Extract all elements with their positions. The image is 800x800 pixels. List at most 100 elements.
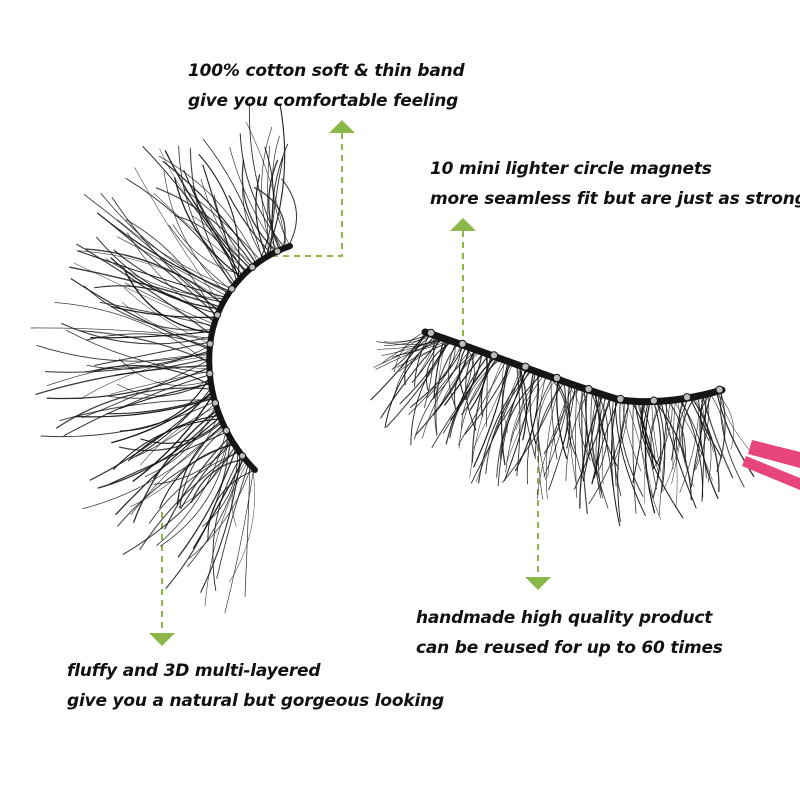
lash-fiber bbox=[610, 398, 621, 527]
magnet bbox=[273, 247, 282, 255]
handmade-caption-line2: can be reused for up to 60 times bbox=[416, 638, 723, 658]
lash-fiber bbox=[76, 250, 225, 301]
lash-fiber bbox=[213, 194, 253, 268]
lash-fiber bbox=[410, 340, 452, 446]
lash-fiber bbox=[75, 397, 215, 418]
lash-fiber bbox=[701, 393, 707, 502]
lash-fiber bbox=[384, 335, 436, 429]
lash-fiber bbox=[547, 384, 574, 478]
lash-fiber bbox=[567, 386, 580, 456]
lash-fiber bbox=[691, 396, 720, 493]
magnet bbox=[715, 385, 724, 394]
band-arrow-up bbox=[329, 120, 355, 133]
lash-fiber bbox=[695, 393, 710, 470]
lash-fiber bbox=[192, 215, 250, 270]
lash-fiber bbox=[126, 232, 216, 322]
handmade-arrow-down bbox=[525, 577, 551, 590]
band-connector bbox=[272, 133, 343, 257]
lash-fiber bbox=[177, 446, 238, 558]
magnet bbox=[584, 384, 593, 394]
lash-fiber bbox=[203, 139, 263, 261]
lash-fiber bbox=[480, 357, 499, 417]
lash-fiber bbox=[66, 329, 211, 374]
lash-fiber bbox=[658, 400, 671, 516]
lash-fiber bbox=[426, 341, 454, 391]
magnets-arrow-up bbox=[450, 218, 476, 231]
lash-fiber bbox=[139, 406, 217, 466]
lash-fiber bbox=[190, 458, 246, 504]
lash-fiber bbox=[123, 267, 213, 334]
lash-fiber bbox=[506, 375, 548, 463]
lash-fiber bbox=[550, 376, 558, 460]
lash-fiber bbox=[663, 399, 681, 491]
lash-fiber bbox=[176, 424, 225, 505]
lash-fiber bbox=[718, 390, 754, 455]
lash-fiber bbox=[393, 331, 426, 372]
lash-fiber bbox=[619, 399, 644, 497]
lash-fiber bbox=[110, 257, 221, 310]
lash-fiber bbox=[656, 400, 667, 478]
lash-fiber bbox=[486, 353, 488, 427]
lash-fiber bbox=[264, 103, 286, 259]
lash-fiber bbox=[529, 370, 537, 445]
lash-fiber bbox=[261, 126, 274, 254]
lash-fiber bbox=[92, 365, 212, 387]
connectors bbox=[161, 133, 539, 633]
magnets-caption: 10 mini lighter circle magnets more seam… bbox=[430, 154, 800, 214]
lash-fiber bbox=[464, 362, 512, 435]
lash-fiber bbox=[617, 400, 631, 522]
lash-fiber bbox=[73, 262, 214, 328]
lash-fiber bbox=[200, 452, 242, 593]
lash-fiber bbox=[212, 454, 243, 592]
magnet bbox=[649, 396, 658, 405]
lash-fiber bbox=[678, 399, 707, 479]
lash-fiber bbox=[565, 389, 590, 482]
lash-fiber bbox=[96, 236, 219, 315]
lash-fiber bbox=[158, 155, 259, 264]
lash-fiber bbox=[85, 248, 224, 305]
tweezer-tip-upper bbox=[748, 440, 800, 468]
lash-fiber bbox=[478, 368, 530, 484]
lash-fiber bbox=[461, 358, 502, 429]
magnet bbox=[521, 362, 530, 371]
lash-fiber bbox=[579, 394, 604, 509]
lash-fiber bbox=[80, 356, 210, 400]
lash-fiber bbox=[148, 451, 241, 524]
lash-fiber bbox=[112, 418, 222, 470]
lash-fiber bbox=[109, 431, 228, 485]
lash-fiber bbox=[690, 392, 712, 488]
lash-fiber bbox=[61, 322, 212, 345]
lash-fiber bbox=[473, 360, 509, 468]
handmade-caption-line1: handmade high quality product bbox=[416, 608, 713, 628]
lash-fiber bbox=[453, 350, 480, 410]
lash-fiber bbox=[183, 188, 262, 262]
lash-fiber bbox=[567, 382, 584, 482]
lash-fiber bbox=[415, 346, 471, 436]
lash-fiber bbox=[189, 465, 252, 559]
lash-fiber bbox=[434, 342, 459, 436]
lash-fiber bbox=[543, 383, 571, 477]
lash-fiber bbox=[644, 401, 656, 514]
lash-fiber bbox=[445, 353, 490, 445]
lash-fiber bbox=[556, 378, 568, 459]
lash-fiber bbox=[224, 468, 255, 614]
lash-fiber bbox=[99, 301, 215, 327]
magnet bbox=[248, 263, 257, 271]
lash-fiber bbox=[611, 397, 622, 497]
lash-fiber bbox=[207, 469, 256, 541]
lash-fiber bbox=[625, 400, 654, 500]
lash-fiber bbox=[174, 177, 243, 278]
lash-fiber bbox=[86, 333, 211, 348]
magnet bbox=[206, 340, 214, 348]
lash-fiber bbox=[588, 400, 625, 505]
lash-fiber bbox=[399, 339, 449, 405]
lash-fiber bbox=[122, 445, 236, 555]
lash-fiber bbox=[105, 258, 226, 300]
lash-fiber bbox=[115, 416, 221, 516]
magnet bbox=[682, 393, 692, 402]
lash-fiber bbox=[155, 187, 255, 267]
magnet bbox=[213, 311, 222, 319]
tweezers bbox=[742, 440, 800, 490]
lash-fiber bbox=[178, 145, 235, 287]
